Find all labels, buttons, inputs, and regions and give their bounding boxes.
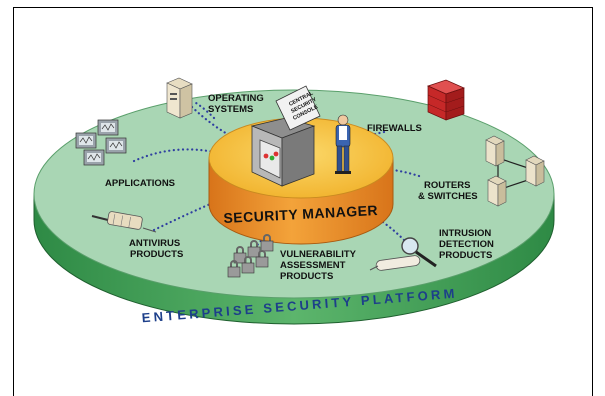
- firewalls-label: FIREWALLS: [367, 123, 422, 134]
- routers-switches-label-line-2: & SWITCHES: [418, 191, 478, 202]
- syringe-icon: [91, 211, 157, 233]
- vulnerability-label-line-2: ASSESSMENT: [280, 260, 346, 271]
- person-icon: [335, 114, 351, 174]
- intrusion-detection-label-line-1: INTRUSION: [439, 228, 491, 239]
- diagram-frame: SECURITY MANAGER CENTRAL SECURITY CONSOL…: [13, 7, 593, 396]
- router-network-icon: [485, 135, 545, 207]
- magnifier-icon: [369, 237, 437, 271]
- antivirus-label-line-2: PRODUCTS: [130, 249, 183, 260]
- padlocks-icon: [227, 234, 274, 278]
- security-platform-diagram: SECURITY MANAGER CENTRAL SECURITY CONSOL…: [33, 77, 555, 325]
- routers-switches-label-line-1: ROUTERS: [424, 180, 470, 191]
- intrusion-detection-label-line-2: DETECTION: [439, 239, 494, 250]
- operating-systems-label-line-1: OPERATING: [208, 93, 264, 104]
- applications-label: APPLICATIONS: [105, 178, 175, 189]
- vulnerability-label-line-3: PRODUCTS: [280, 271, 333, 282]
- intrusion-detection-label-line-3: PRODUCTS: [439, 250, 492, 261]
- firewall-icon: [427, 79, 465, 121]
- application-monitors-icon: [75, 119, 127, 166]
- vulnerability-label-line-1: VULNERABILITY: [280, 249, 357, 260]
- platform-disc: [33, 89, 555, 325]
- server-tower-icon: [166, 77, 193, 119]
- operating-systems-label-line-2: SYSTEMS: [208, 104, 253, 115]
- central-console-icon: CENTRAL SECURITY CONSOLE: [250, 85, 321, 187]
- antivirus-label-line-1: ANTIVIRUS: [129, 238, 180, 249]
